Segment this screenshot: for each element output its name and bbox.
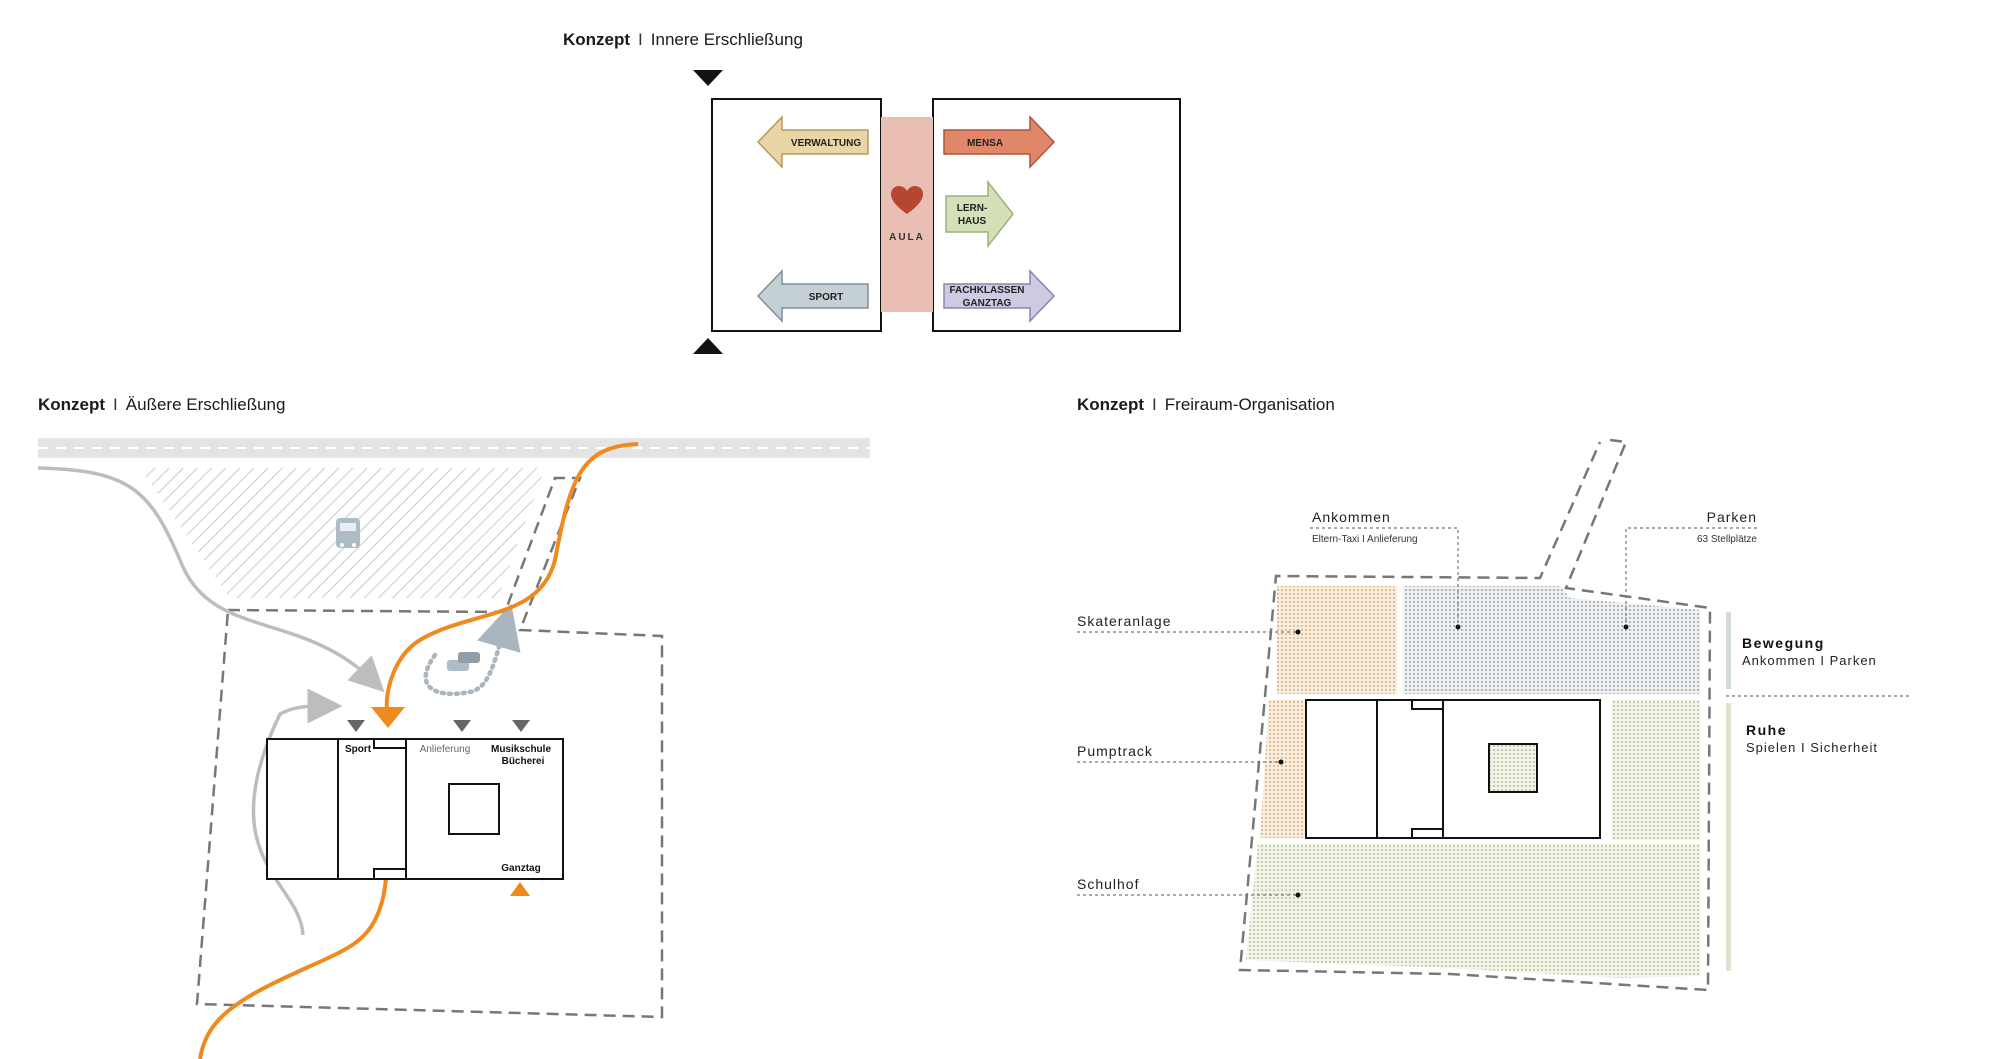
bar-ruhe [1726, 703, 1731, 971]
zone-parken [1403, 586, 1700, 694]
entrance-triangle-bottom [693, 338, 723, 354]
title-inner-bold: Konzept [563, 30, 631, 49]
pumptrack-label: Pumptrack [1077, 743, 1153, 759]
leader-parken [1625, 527, 1757, 626]
entrance-marker-3 [512, 720, 530, 732]
bewegung-label: Bewegung [1742, 635, 1825, 651]
ankommen-sub: Eltern-Taxi I Anlieferung [1312, 534, 1418, 545]
grey-path-top [37, 466, 385, 693]
freiraum-boundary [1238, 438, 1712, 992]
skateranlage-label: Skateranlage [1077, 613, 1172, 629]
freiraum-building [1305, 699, 1601, 839]
car-loop [423, 603, 521, 697]
title-outer: Konzept I Äußere Erschließung [38, 395, 285, 415]
outer-diagram: Sport Anlieferung Musikschule Bücherei G… [37, 438, 870, 1059]
ankommen-label: Ankommen [1312, 509, 1391, 525]
courtyard-outer [448, 783, 500, 835]
orange-path-bottom [198, 869, 389, 1059]
entrance-marker-2 [453, 720, 471, 732]
zone-schulhof [1246, 844, 1700, 978]
parken-label: Parken [1707, 509, 1757, 525]
orange-arrow-top [371, 707, 405, 728]
courtyard-freiraum [1488, 743, 1538, 793]
outer-building [266, 738, 564, 880]
car-icon [447, 652, 480, 671]
heart-icon [891, 186, 923, 214]
zone-ruhe-right [1612, 700, 1700, 840]
bus-icon [336, 518, 360, 548]
outer-buecherei-label: Bücherei [502, 756, 545, 767]
verwaltung-arrow [756, 115, 869, 169]
title-freiraum-bold: Konzept [1077, 395, 1145, 414]
aula-label: AULA [889, 232, 925, 243]
zone-pumptrack [1260, 700, 1306, 838]
fachklassen-arrow [943, 269, 1056, 323]
title-inner: Konzept I Innere Erschließung [563, 30, 803, 50]
bewegung-sub: Ankommen I Parken [1742, 653, 1877, 668]
title-inner-rest: Innere Erschließung [650, 30, 803, 49]
orange-entry-ganztag [510, 882, 530, 896]
entrance-triangle-top [693, 70, 723, 86]
title-outer-bold: Konzept [38, 395, 106, 414]
ruhe-sub: Spielen I Sicherheit [1746, 740, 1878, 755]
lernhaus-label-1: LERN- [957, 203, 988, 214]
parken-sub: 63 Stellplätze [1697, 534, 1757, 545]
fachklassen-label-1: FACHKLASSEN [949, 285, 1024, 296]
lernhaus-label-2: HAUS [958, 216, 987, 227]
title-freiraum-rest: Freiraum-Organisation [1164, 395, 1335, 414]
mensa-arrow [943, 115, 1056, 169]
grey-path-bottom [251, 688, 343, 936]
zone-skateranlage [1277, 586, 1397, 694]
schulhof-label: Schulhof [1077, 876, 1139, 892]
mensa-label: MENSA [967, 138, 1003, 149]
aula-corridor [881, 117, 933, 312]
outer-ganztag-label: Ganztag [501, 863, 540, 874]
entrance-marker-1 [347, 720, 365, 732]
title-outer-sep: I [113, 395, 118, 414]
ruhe-label: Ruhe [1746, 722, 1787, 738]
title-freiraum: Konzept I Freiraum-Organisation [1077, 395, 1335, 415]
outer-musikschule-label: Musikschule [491, 744, 551, 755]
outer-sport-label: Sport [345, 744, 372, 755]
sport-label: SPORT [809, 292, 843, 303]
fachklassen-label-2: GANZTAG [963, 298, 1012, 309]
title-inner-sep: I [638, 30, 643, 49]
lernhaus-arrow [945, 179, 1014, 249]
sport-arrow [756, 269, 869, 323]
verwaltung-label: VERWALTUNG [791, 138, 861, 149]
freiraum-diagram: Ankommen Eltern-Taxi I Anlieferung Parke… [1077, 438, 1912, 992]
inner-diagram: AULA VERWALTUNG MENSA LERN- HAUS SPORT F… [693, 70, 1181, 354]
leader-ankommen [1310, 527, 1459, 626]
title-freiraum-sep: I [1152, 395, 1157, 414]
bar-bewegung [1726, 612, 1731, 689]
orange-path-top [384, 442, 639, 711]
outer-anlieferung-label: Anlieferung [420, 744, 471, 755]
title-outer-rest: Äußere Erschließung [125, 395, 286, 414]
